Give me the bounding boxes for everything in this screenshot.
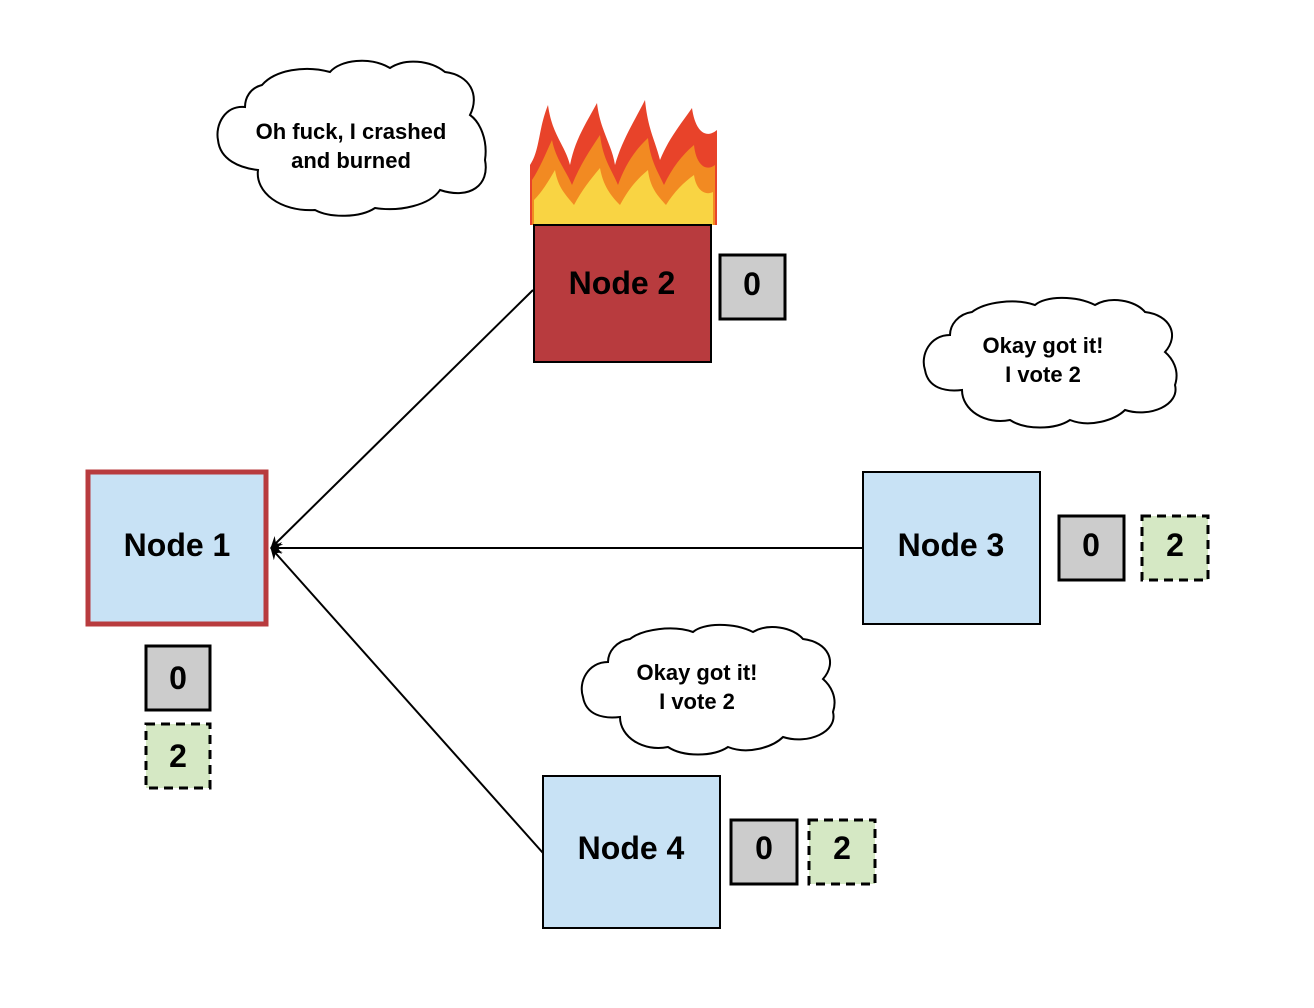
node-3-label: Node 3 xyxy=(898,527,1005,563)
edge-node2-to-node1 xyxy=(270,289,534,549)
node-1: Node 1 xyxy=(85,469,269,627)
bubble-node-3-line-1: Okay got it! xyxy=(982,333,1103,358)
bubble-node-3-line-2: I vote 2 xyxy=(1005,362,1081,387)
node-2-current-term: 0 xyxy=(743,266,761,302)
node-4-vote-box: 2 xyxy=(807,818,877,886)
bubble-node-4-line-2: I vote 2 xyxy=(659,689,735,714)
bubble-node-2-line-2: and burned xyxy=(291,148,411,173)
node-4: Node 4 xyxy=(542,775,721,929)
node-4-current-term-box: 0 xyxy=(729,818,799,886)
thought-bubble-node-4: Okay got it! I vote 2 xyxy=(580,623,836,756)
node-4-vote: 2 xyxy=(833,830,851,866)
bubble-node-2-line-1: Oh fuck, I crashed xyxy=(256,119,447,144)
node-4-label: Node 4 xyxy=(578,830,685,866)
node-1-current-term-box: 0 xyxy=(144,644,212,712)
node-1-vote: 2 xyxy=(169,738,187,774)
node-2-current-term-box: 0 xyxy=(718,253,787,321)
thought-bubble-node-3: Okay got it! I vote 2 xyxy=(922,296,1178,429)
edges xyxy=(270,289,863,854)
fire-icon xyxy=(530,100,717,225)
thought-bubble-node-2: Oh fuck, I crashed and burned xyxy=(216,59,487,217)
node-2-label: Node 2 xyxy=(569,265,676,301)
node-4-current-term: 0 xyxy=(755,830,773,866)
node-3-vote: 2 xyxy=(1166,527,1184,563)
node-1-vote-box: 2 xyxy=(144,722,212,790)
bubble-node-4-line-1: Okay got it! xyxy=(636,660,757,685)
node-1-label: Node 1 xyxy=(124,527,231,563)
node-3: Node 3 xyxy=(862,471,1041,625)
node-3-vote-box: 2 xyxy=(1140,514,1210,582)
node-3-current-term-box: 0 xyxy=(1057,514,1126,582)
node-1-current-term: 0 xyxy=(169,660,187,696)
node-2: Node 2 xyxy=(533,224,712,363)
node-3-current-term: 0 xyxy=(1082,527,1100,563)
edge-node4-to-node1 xyxy=(270,547,544,854)
